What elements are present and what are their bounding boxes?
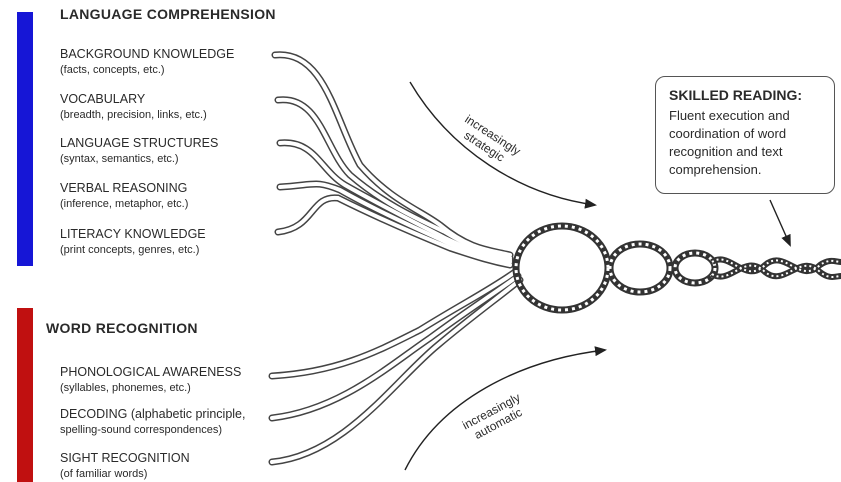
- language-strands-inner: [275, 55, 510, 265]
- callout-body-line: Fluent execution and: [669, 107, 828, 125]
- callout-body-line: recognition and text: [669, 143, 828, 161]
- braid-loop-large: [516, 226, 608, 310]
- callout-body-line: comprehension.: [669, 161, 828, 179]
- language-strands: [275, 55, 510, 265]
- callout-arrow: [770, 200, 790, 245]
- callout-title: SKILLED READING:: [669, 87, 828, 103]
- strand-rope: [280, 143, 510, 260]
- callout-body-line: coordination of word: [669, 125, 828, 143]
- skilled-reading-callout: SKILLED READING: Fluent execution and co…: [655, 76, 835, 194]
- braid-loops: [516, 226, 715, 310]
